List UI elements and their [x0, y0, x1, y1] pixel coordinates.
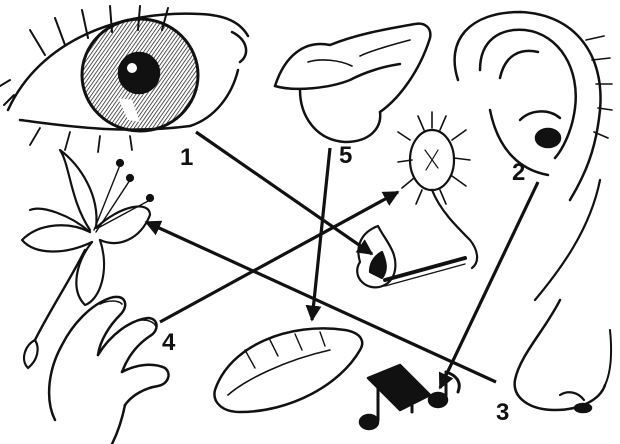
ear-icon — [455, 12, 612, 300]
burdock-icon — [398, 112, 477, 268]
music-notes-icon — [360, 365, 459, 429]
nose-icon — [515, 300, 611, 412]
tongue-icon — [275, 24, 430, 142]
label-nose-number: 3 — [496, 399, 509, 426]
flower-icon — [22, 150, 153, 368]
match-icon — [357, 226, 465, 287]
label-ear-number: 2 — [512, 159, 525, 186]
label-hand-number: 4 — [162, 329, 176, 356]
eye-icon — [0, 6, 248, 152]
label-eye-number: 1 — [180, 144, 193, 171]
label-tongue-number: 5 — [339, 142, 352, 169]
pie-icon — [214, 328, 362, 412]
hand-icon — [49, 297, 168, 444]
